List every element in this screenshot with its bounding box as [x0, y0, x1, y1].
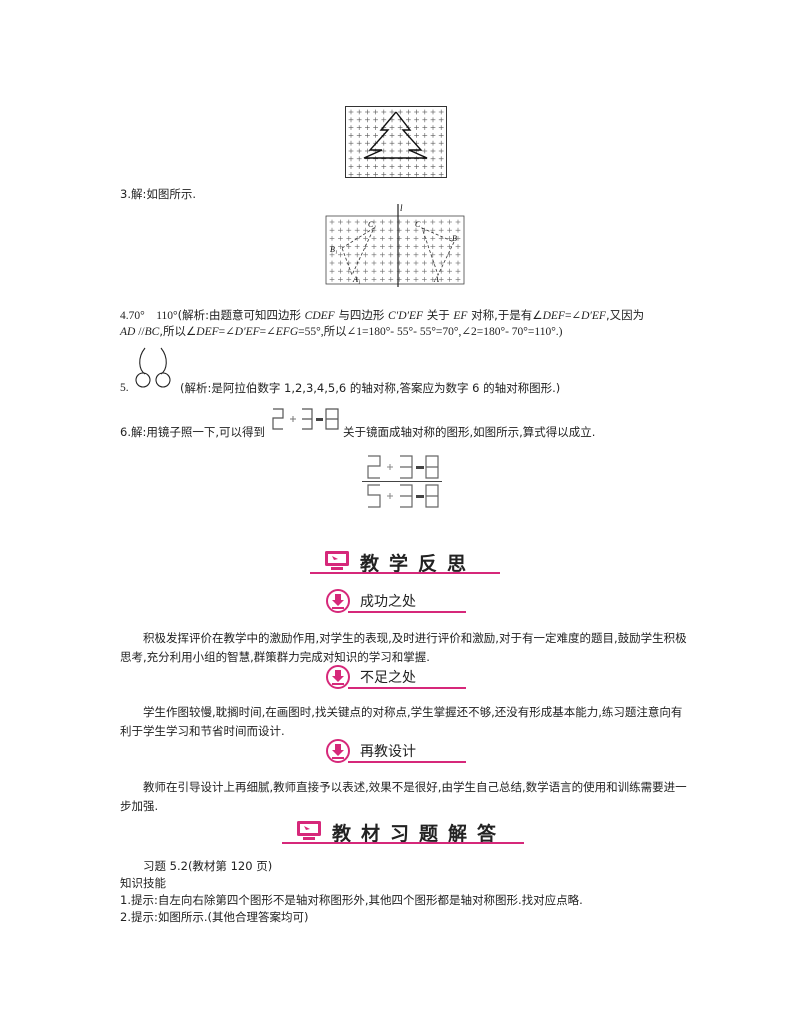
mirrored-six-figure — [135, 347, 171, 388]
point-a1-label: A₁ — [352, 275, 361, 284]
monitor-icon — [297, 821, 321, 840]
reflection-title: 教学反思 — [360, 553, 477, 575]
point-b1-label: B₁ — [330, 245, 338, 254]
download-circle-icon — [326, 589, 350, 613]
exercise-2: 2.提示:如图所示.(其他合理答案均可) — [120, 910, 309, 924]
reflection-banner: 教学反思 — [310, 548, 500, 575]
monitor-icon — [325, 551, 349, 570]
success-text: 积极发挥评价在教学中的激励作用,对学生的表现,及时进行评价和激励,对于有一定难度… — [120, 631, 687, 664]
exercise-title: 教材习题解答 — [332, 823, 507, 845]
answer-4-line2: AD //BC,所以∠DEF=∠D′EF=∠EFG=55°,所以∠1=180°-… — [120, 324, 563, 338]
redesign-text: 教师在引导设计上再细腻,教师直接予以表述,效果不是很好,由学生自己总结,数学语言… — [120, 780, 687, 813]
answer-6-text-a: 6.解:用镜子照一下,可以得到 — [120, 425, 266, 439]
download-circle-icon — [326, 739, 350, 763]
point-b-label: B — [452, 234, 457, 243]
lack-title: 不足之处 — [360, 670, 416, 686]
triangle-symmetry-figure: l C₁ B₁ A₁ C B A — [325, 203, 465, 287]
point-c-label: C — [415, 220, 421, 229]
exercise-banner: 教材习题解答 — [282, 818, 524, 845]
answer-5-text: (解析:是阿拉伯数字 1,2,3,4,5,6 的轴对称,答案应为数字 6 的轴对… — [180, 381, 561, 395]
download-circle-icon — [326, 665, 350, 689]
answer-4-line1: 4.70° 110°(解析:由题意可知四边形 CDEF 与四边形 C′D′EF … — [120, 308, 645, 322]
line-l-label: l — [400, 203, 403, 213]
answer-3: 3.解:如图所示. — [120, 187, 197, 201]
success-title: 成功之处 — [360, 594, 416, 610]
success-heading: 成功之处 — [326, 588, 466, 614]
answer-6-text-b: 关于镜面成轴对称的图形,如图所示,算式得以成立. — [343, 425, 596, 439]
knowledge-skill-label: 知识技能 — [120, 876, 166, 890]
answer-5-number: 5. — [120, 382, 129, 394]
lack-text: 学生作图较慢,耽搁时间,在画图时,找关键点的对称点,学生掌握还不够,还没有形成基… — [120, 705, 683, 738]
lack-heading: 不足之处 — [326, 664, 466, 690]
exercise-1: 1.提示:自左向右除第四个图形不是轴对称图形外,其他四个图形都是轴对称图形.找对… — [120, 893, 583, 907]
mirror-equation-figure — [362, 455, 442, 508]
point-c1-label: C₁ — [368, 220, 376, 229]
mirror-digits-inline — [272, 408, 339, 430]
redesign-heading: 再教设计 — [326, 738, 466, 764]
exercise-heading: 习题 5.2(教材第 120 页) — [143, 859, 273, 873]
point-a-label: A — [433, 275, 439, 284]
redesign-title: 再教设计 — [360, 744, 416, 760]
tree-grid-figure — [345, 106, 447, 178]
